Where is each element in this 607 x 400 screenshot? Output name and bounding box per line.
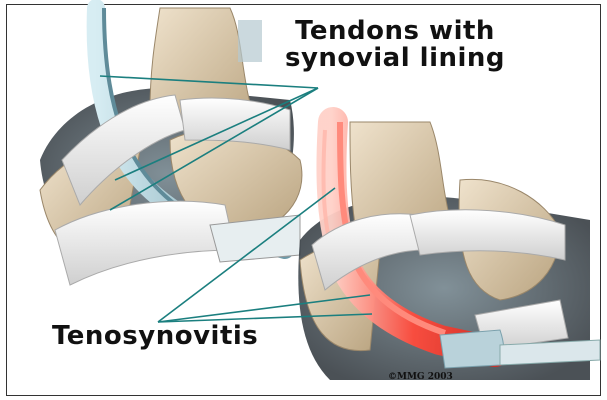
left-upper-tendon-stub (238, 20, 262, 62)
tenosynovitis-label: Tenosynovitis (52, 323, 258, 350)
right-ankle-illustration (298, 122, 600, 380)
copyright-text: ©MMG 2003 (388, 372, 453, 382)
tendons-label-line-1: Tendons with (285, 18, 505, 45)
tendons-label: Tendons with synovial lining (285, 18, 505, 73)
tendons-label-line-2: synovial lining (285, 45, 505, 72)
right-tendon-tail (500, 340, 600, 365)
right-tendon-exit (440, 330, 504, 368)
